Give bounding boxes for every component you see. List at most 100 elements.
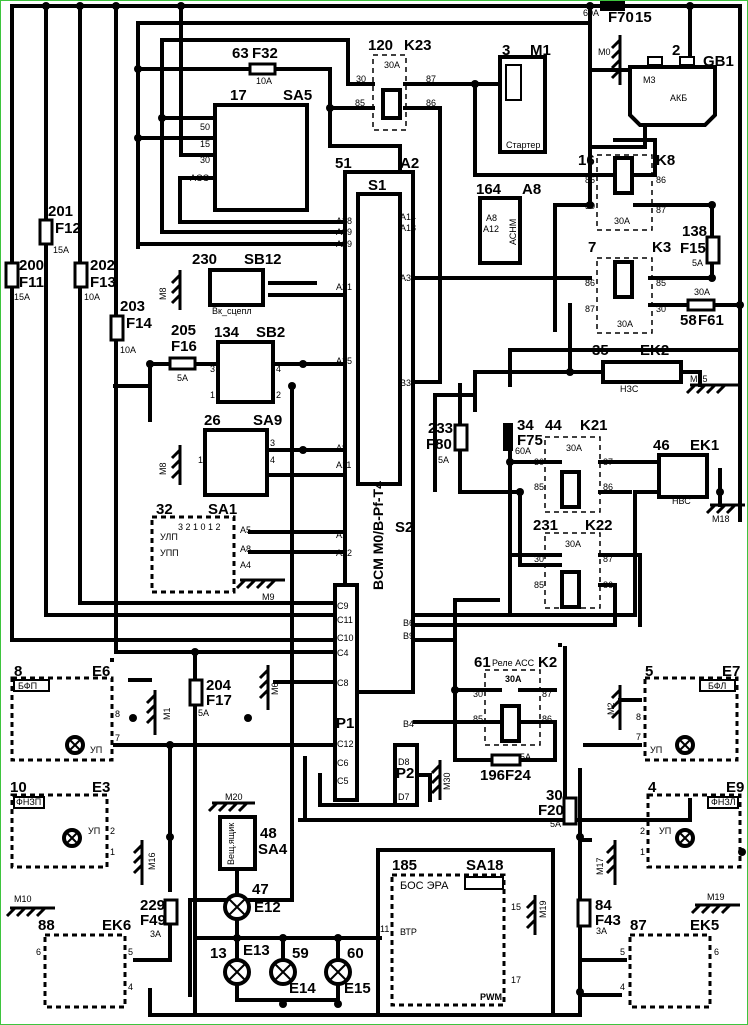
svg-text:230: 230	[192, 251, 217, 268]
fuse-f43	[576, 898, 592, 928]
svg-text:63: 63	[232, 45, 249, 62]
svg-text:30A: 30A	[566, 443, 582, 453]
svg-text:201: 201	[48, 203, 73, 220]
svg-text:196: 196	[480, 767, 505, 784]
svg-text:3A: 3A	[596, 926, 607, 936]
svg-text:6: 6	[714, 947, 719, 957]
heater-ek1	[657, 453, 709, 499]
svg-text:86: 86	[426, 98, 436, 108]
fuse-f16	[168, 356, 197, 371]
fuse-f11	[4, 261, 20, 289]
lamps	[62, 735, 695, 1002]
fuse-f14	[109, 314, 125, 342]
svg-text:F13: F13	[90, 274, 116, 291]
relay-k23-coil	[381, 88, 402, 120]
ignition-switch-sa5	[213, 103, 309, 212]
svg-text:F70: F70	[608, 9, 634, 26]
fuse-f75	[503, 423, 513, 451]
svg-text:M1: M1	[162, 707, 172, 720]
svg-text:F80: F80	[426, 436, 452, 453]
svg-text:229: 229	[140, 897, 165, 914]
svg-text:F15: F15	[680, 240, 706, 257]
module-a8	[478, 196, 522, 265]
svg-text:60: 60	[347, 945, 364, 962]
svg-text:УЛП: УЛП	[160, 532, 178, 542]
svg-text:E12: E12	[254, 899, 281, 916]
svg-text:32: 32	[156, 501, 173, 518]
svg-text:86: 86	[603, 482, 613, 492]
svg-text:85: 85	[355, 98, 365, 108]
svg-text:A34: A34	[400, 273, 416, 283]
sa5-ref: SA5	[283, 87, 312, 104]
relay-k3-coil	[613, 260, 634, 299]
button-sb2	[216, 340, 275, 404]
svg-text:5: 5	[128, 947, 133, 957]
fuse-f70	[600, 1, 625, 11]
svg-text:A25: A25	[336, 356, 352, 366]
svg-text:5A: 5A	[438, 455, 449, 465]
svg-text:ФНЗП: ФНЗП	[16, 797, 41, 807]
svg-text:A29: A29	[336, 239, 352, 249]
svg-text:60A: 60A	[515, 446, 531, 456]
svg-text:10: 10	[10, 779, 27, 796]
svg-text:2: 2	[640, 826, 645, 836]
svg-text:A1: A1	[336, 530, 347, 540]
svg-text:M17: M17	[595, 857, 605, 875]
svg-text:46: 46	[653, 437, 670, 454]
svg-text:2: 2	[276, 390, 281, 400]
svg-text:44: 44	[545, 417, 562, 434]
svg-text:ФНЗЛ: ФНЗЛ	[711, 797, 736, 807]
svg-text:3 2 1 0 1 2: 3 2 1 0 1 2	[178, 522, 221, 532]
svg-text:30: 30	[473, 689, 483, 699]
ground-symbols	[5, 35, 745, 935]
svg-text:5A: 5A	[520, 752, 531, 762]
svg-text:85: 85	[585, 175, 595, 185]
svg-text:EK1: EK1	[690, 437, 719, 454]
svg-text:E13: E13	[243, 942, 270, 959]
svg-text:1: 1	[640, 847, 645, 857]
fuse-f20	[562, 796, 578, 826]
svg-text:204: 204	[206, 677, 232, 694]
svg-text:10A: 10A	[256, 76, 272, 86]
svg-text:203: 203	[120, 298, 145, 315]
svg-text:6: 6	[36, 947, 41, 957]
lamp-e12	[223, 893, 251, 921]
svg-text:A12: A12	[483, 224, 499, 234]
svg-text:D7: D7	[398, 792, 410, 802]
svg-text:E9: E9	[726, 779, 744, 796]
svg-text:M1: M1	[530, 42, 551, 59]
svg-text:87: 87	[585, 304, 595, 314]
svg-text:87: 87	[542, 689, 552, 699]
fuse-f13	[73, 261, 89, 289]
relay-k2-coil	[500, 704, 521, 743]
lamp-e7	[675, 735, 695, 755]
svg-text:M8: M8	[158, 287, 168, 300]
svg-text:47: 47	[252, 881, 269, 898]
svg-text:60A: 60A	[583, 8, 599, 18]
svg-text:30A: 30A	[614, 216, 630, 226]
svg-text:F49: F49	[140, 912, 166, 929]
bcm-module	[333, 170, 419, 807]
svg-text:M19: M19	[707, 892, 725, 902]
svg-text:17: 17	[511, 975, 521, 985]
svg-text:34: 34	[517, 417, 534, 434]
switch-sa9	[203, 428, 269, 497]
svg-text:85: 85	[534, 482, 544, 492]
svg-text:86: 86	[656, 175, 666, 185]
svg-text:3: 3	[210, 364, 215, 374]
svg-text:30: 30	[546, 787, 563, 804]
svg-text:134: 134	[214, 324, 240, 341]
svg-text:10A: 10A	[84, 292, 100, 302]
svg-text:F20: F20	[538, 802, 564, 819]
svg-text:B9: B9	[403, 631, 414, 641]
svg-text:C4: C4	[337, 648, 349, 658]
svg-text:87: 87	[656, 205, 666, 215]
svg-text:GB1: GB1	[703, 53, 734, 70]
svg-text:5A: 5A	[177, 373, 188, 383]
svg-text:B4: B4	[403, 719, 414, 729]
fuse-f32	[248, 62, 277, 76]
svg-text:D8: D8	[398, 757, 410, 767]
svg-text:S1: S1	[368, 177, 386, 194]
fuse-f17	[188, 678, 204, 707]
svg-text:85: 85	[473, 714, 483, 724]
